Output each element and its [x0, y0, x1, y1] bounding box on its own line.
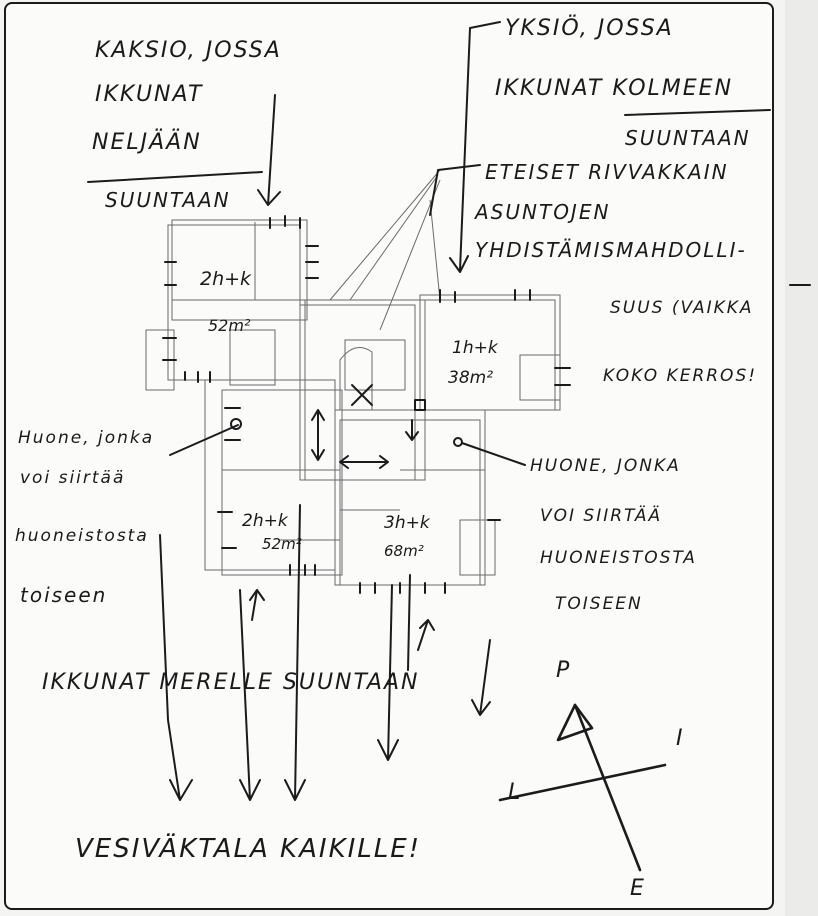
compass-north-label: P [556, 658, 570, 683]
compass-axis-we [498, 763, 667, 802]
room-area-top-left: 52m² [208, 316, 251, 335]
note-four-directions-line4: SUUNTAAN [105, 188, 231, 212]
room-type-bottom-right: 3h+k [384, 513, 430, 533]
annotations [87, 21, 811, 801]
note-right-bathroom-line1: HUONE, JONKA [530, 456, 681, 476]
note-left-bathroom-line4: toiseen [20, 583, 108, 607]
background-edge [785, 0, 818, 916]
note-three-directions-line1: YKSIÖ, JOSSA [505, 16, 674, 41]
note-three-directions-line3: SUUNTAAN [625, 126, 751, 150]
compass-west-label: L [508, 780, 521, 805]
note-sea-view: VESIVÄKTALA KAIKILLE! [75, 834, 422, 864]
note-right-bathroom-line3: HUONEISTOSTA [540, 548, 697, 568]
note-windows-sea: IKKUNAT MERELLE SUUNTAAN [42, 670, 420, 695]
room-outline-top-left [171, 219, 308, 321]
compass [498, 703, 667, 872]
room-type-top-left: 2h+k [200, 268, 252, 290]
room-type-bottom-left: 2h+k [242, 511, 288, 531]
note-right-bathroom-line4: TOISEEN [555, 594, 643, 614]
note-four-directions-line2: IKKUNAT [95, 82, 204, 107]
compass-south-label: E [630, 876, 644, 901]
note-right-bathroom-line2: VOI SIIRTÄÄ [540, 506, 663, 526]
note-merge-line5: KOKO KERROS! [603, 366, 758, 386]
note-merge-line2: ASUNTOJEN [475, 200, 611, 224]
note-merge-line4: SUUS (VAIKKA [610, 298, 754, 318]
compass-axis-ns [573, 703, 642, 872]
room-type-right: 1h+k [452, 338, 498, 358]
note-merge-line1: ETEISET RIVVAKKAIN [485, 160, 729, 184]
compass-east-label: I [676, 726, 683, 751]
room-area-bottom-right: 68m² [384, 542, 424, 560]
note-three-directions-line2: IKKUNAT KOLMEEN [495, 76, 734, 101]
note-four-directions-line3: NELJÄÄN [92, 130, 202, 155]
note-left-bathroom-line3: huoneistosta [15, 526, 149, 546]
door-marker [414, 399, 426, 411]
note-left-bathroom-line2: voi siirtää [20, 468, 126, 488]
room-area-bottom-left: 52m² [262, 535, 302, 553]
note-left-bathroom-line1: Huone, jonka [18, 428, 155, 448]
note-merge-line3: YHDISTÄMISMAHDOLLI- [475, 238, 747, 262]
compass-north-arrow [556, 703, 594, 742]
floor-plan [145, 169, 571, 594]
room-area-right: 38m² [448, 368, 494, 388]
note-four-directions-line1: KAKSIO, JOSSA [95, 38, 282, 63]
